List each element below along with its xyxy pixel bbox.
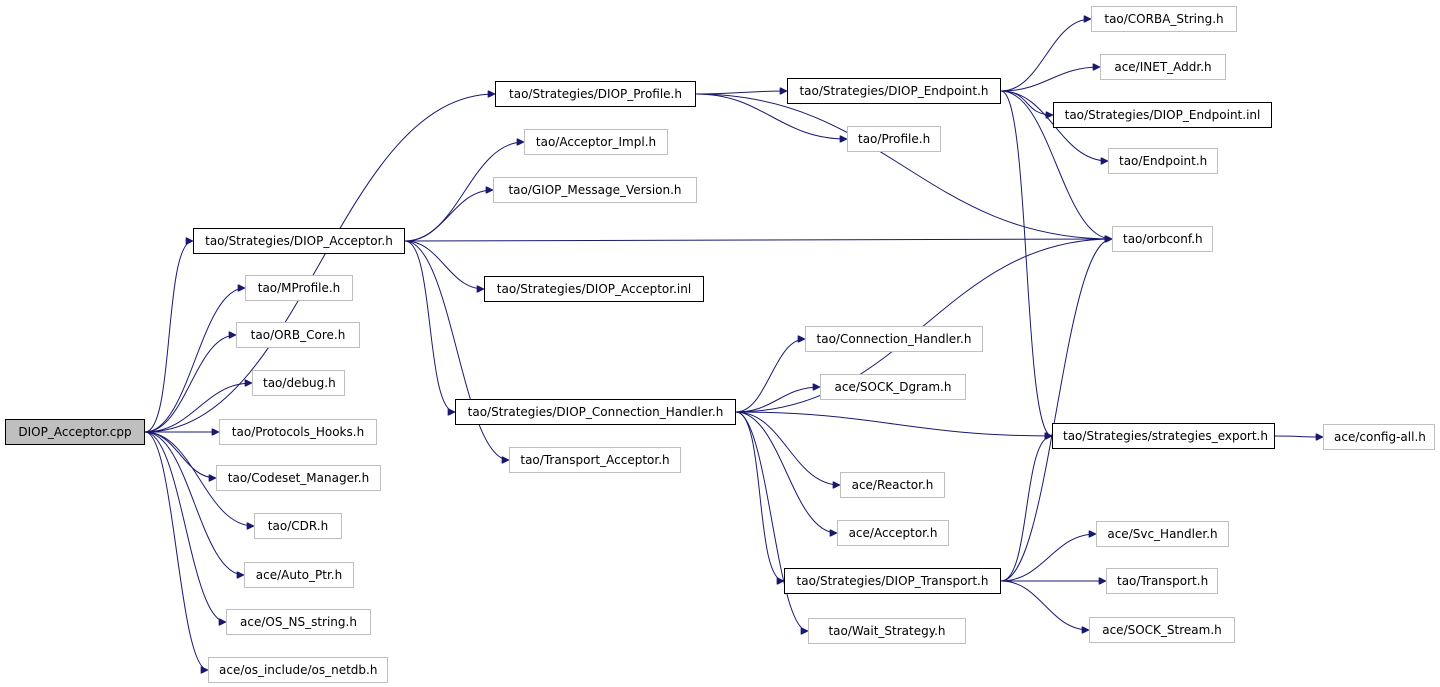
- edge-diop-profile-h-to-orbconf-h: [695, 93, 1112, 239]
- edge-diop-acceptor-h-to-diop-connection-handler-h: [404, 240, 455, 412]
- edge-diop-acceptor-h-to-orbconf-h: [404, 239, 1112, 241]
- graph-node-orb-core-h[interactable]: tao/ORB_Core.h: [236, 322, 360, 348]
- graph-node-connection-handler-h[interactable]: tao/Connection_Handler.h: [805, 326, 983, 352]
- graph-node-protocols-hooks-h[interactable]: tao/Protocols_Hooks.h: [219, 419, 377, 445]
- edge-diop-connection-handler-h-to-strategies-export-h: [735, 411, 1052, 436]
- edge-root-to-orb-core-h: [144, 335, 236, 433]
- graph-node-diop-acceptor-cpp[interactable]: DIOP_Acceptor.cpp: [5, 419, 145, 445]
- edge-root-to-os-ns-string-h: [144, 431, 226, 622]
- graph-node-mprofile-h[interactable]: tao/MProfile.h: [245, 275, 353, 301]
- graph-node-transport-h[interactable]: tao/Transport.h: [1106, 568, 1218, 594]
- graph-node-diop-acceptor-h[interactable]: tao/Strategies/DIOP_Acceptor.h: [193, 228, 405, 254]
- graph-node-os-ns-string-h[interactable]: ace/OS_NS_string.h: [226, 609, 371, 635]
- graph-node-diop-connection-handler-h[interactable]: tao/Strategies/DIOP_Connection_Handler.h: [455, 399, 736, 425]
- edge-diop-connection-handler-h-to-sock-dgram-h: [735, 387, 820, 413]
- graph-node-diop-transport-h[interactable]: tao/Strategies/DIOP_Transport.h: [784, 568, 1001, 594]
- edge-diop-endpoint-h-to-diop-endpoint-inl: [1000, 90, 1053, 115]
- edge-diop-acceptor-h-to-diop-acceptor-inl: [404, 240, 484, 289]
- edge-root-to-debug-h: [144, 383, 252, 433]
- graph-node-codeset-manager-h[interactable]: tao/Codeset_Manager.h: [216, 465, 381, 491]
- graph-node-strategies-export-h[interactable]: tao/Strategies/strategies_export.h: [1052, 423, 1275, 449]
- edge-root-to-cdr-h: [144, 431, 254, 526]
- graph-node-acceptor-h[interactable]: ace/Acceptor.h: [837, 520, 949, 546]
- graph-node-os-netdb-h[interactable]: ace/os_include/os_netdb.h: [208, 657, 388, 683]
- graph-node-inet-addr-h[interactable]: ace/INET_Addr.h: [1100, 54, 1226, 80]
- graph-node-config-all-h[interactable]: ace/config-all.h: [1323, 424, 1435, 450]
- graph-node-svc-handler-h[interactable]: ace/Svc_Handler.h: [1096, 521, 1229, 547]
- edge-diop-acceptor-h-to-transport-acceptor-h: [404, 240, 509, 460]
- edge-root-to-mprofile-h: [144, 288, 245, 433]
- edge-diop-connection-handler-h-to-diop-transport-h: [735, 411, 784, 581]
- graph-node-diop-endpoint-h[interactable]: tao/Strategies/DIOP_Endpoint.h: [787, 78, 1001, 104]
- graph-node-diop-endpoint-inl[interactable]: tao/Strategies/DIOP_Endpoint.inl: [1053, 102, 1272, 128]
- edge-diop-endpoint-h-to-inet-addr-h: [1000, 67, 1100, 92]
- graph-node-sock-dgram-h[interactable]: ace/SOCK_Dgram.h: [820, 374, 966, 400]
- graph-node-endpoint-h[interactable]: tao/Endpoint.h: [1108, 148, 1218, 174]
- edge-diop-endpoint-h-to-orbconf-h: [1000, 90, 1112, 239]
- graph-node-cdr-h[interactable]: tao/CDR.h: [254, 513, 342, 539]
- edge-diop-acceptor-h-to-giop-message-version-h: [404, 190, 493, 242]
- graph-node-debug-h[interactable]: tao/debug.h: [252, 370, 345, 396]
- graph-node-sock-stream-h[interactable]: ace/SOCK_Stream.h: [1089, 617, 1235, 643]
- graph-node-reactor-h[interactable]: ace/Reactor.h: [840, 472, 945, 498]
- edge-diop-endpoint-h-to-strategies-export-h: [1000, 90, 1052, 436]
- edge-diop-connection-handler-h-to-orbconf-h: [735, 239, 1112, 413]
- edge-diop-profile-h-to-profile-h: [695, 93, 847, 139]
- edge-diop-connection-handler-h-to-acceptor-h: [735, 411, 837, 533]
- edge-root-to-os-netdb-h: [144, 431, 208, 670]
- edge-root-to-codeset-manager-h: [144, 431, 216, 478]
- graph-node-diop-acceptor-inl[interactable]: tao/Strategies/DIOP_Acceptor.inl: [484, 276, 704, 302]
- edge-diop-transport-h-to-sock-stream-h: [1000, 580, 1089, 630]
- edge-diop-connection-handler-h-to-wait-strategy-h: [735, 411, 808, 631]
- graph-node-diop-profile-h[interactable]: tao/Strategies/DIOP_Profile.h: [495, 81, 696, 107]
- graph-node-profile-h[interactable]: tao/Profile.h: [847, 126, 941, 152]
- edge-root-to-diop-acceptor-h: [144, 241, 193, 433]
- graph-node-giop-message-version-h[interactable]: tao/GIOP_Message_Version.h: [493, 177, 697, 203]
- edge-diop-connection-handler-h-to-reactor-h: [735, 411, 840, 485]
- edge-diop-transport-h-to-svc-handler-h: [1000, 534, 1096, 582]
- edge-diop-transport-h-to-strategies-export-h: [1000, 436, 1052, 582]
- edge-root-to-auto-ptr-h: [144, 431, 244, 575]
- graph-node-corba-string-h[interactable]: tao/CORBA_String.h: [1091, 6, 1237, 32]
- graph-node-acceptor-impl-h[interactable]: tao/Acceptor_Impl.h: [524, 129, 668, 155]
- edge-diop-transport-h-to-orbconf-h: [1000, 239, 1112, 582]
- graph-node-orbconf-h[interactable]: tao/orbconf.h: [1112, 226, 1213, 252]
- edge-root-to-diop-profile-h: [144, 94, 495, 433]
- edge-diop-connection-handler-h-to-connection-handler-h: [735, 339, 805, 413]
- graph-node-auto-ptr-h[interactable]: ace/Auto_Ptr.h: [244, 562, 354, 588]
- graph-node-transport-acceptor-h[interactable]: tao/Transport_Acceptor.h: [509, 447, 681, 473]
- edge-strategies-export-h-to-config-all-h: [1274, 436, 1323, 437]
- edge-diop-profile-h-to-diop-endpoint-h: [695, 91, 787, 94]
- graph-node-wait-strategy-h[interactable]: tao/Wait_Strategy.h: [808, 618, 966, 644]
- edge-diop-endpoint-h-to-corba-string-h: [1000, 19, 1091, 92]
